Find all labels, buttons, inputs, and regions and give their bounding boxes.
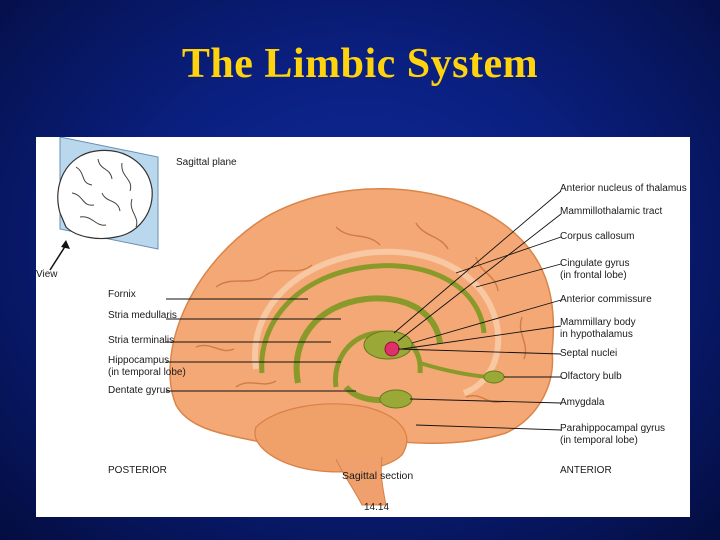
figure-panel: Sagittal plane View Fornix Stria medulla… xyxy=(36,137,690,517)
cerebellum xyxy=(254,403,408,473)
label-amygdala: Amygdala xyxy=(560,397,605,408)
label-fornix: Fornix xyxy=(108,289,136,300)
label-mammillary-body: Mammillary body xyxy=(560,317,636,328)
view-arrowhead xyxy=(61,240,70,249)
label-anterior-commissure: Anterior commissure xyxy=(560,294,652,305)
olfactory-bulb xyxy=(483,370,505,384)
label-septal-nuclei: Septal nuclei xyxy=(560,348,618,359)
brainstem xyxy=(335,456,387,506)
label-anterior-nucleus: Anterior nucleus of thalamus xyxy=(560,183,687,194)
slide-title: The Limbic System xyxy=(181,41,539,87)
olfactory-tract xyxy=(419,361,489,379)
limbic-diagram xyxy=(49,137,562,506)
view-arrow xyxy=(49,244,67,271)
label-hippocampus-sub: (in temporal lobe) xyxy=(108,367,186,378)
sagittal-plane-label: Sagittal plane xyxy=(176,157,237,168)
corpus-callosum xyxy=(252,248,502,396)
view-label: View xyxy=(36,269,58,280)
label-stria-terminalis: Stria terminalis xyxy=(108,335,175,346)
stria-arc xyxy=(293,295,443,384)
label-olfactory-bulb: Olfactory bulb xyxy=(560,371,622,382)
main-brain xyxy=(169,188,555,506)
anterior-label: ANTERIOR xyxy=(560,465,612,476)
label-stria-medullaris: Stria medullaris xyxy=(108,310,177,321)
gyri-lines xyxy=(195,222,527,404)
amygdala xyxy=(379,389,413,409)
leader-lines xyxy=(166,190,562,431)
label-parahippocampal-gyrus: Parahippocampal gyrus xyxy=(560,423,666,434)
label-cingulate-gyrus: Cingulate gyrus xyxy=(560,258,630,269)
posterior-label: POSTERIOR xyxy=(108,465,167,476)
label-mammillothalamic-tract: Mammillothalamic tract xyxy=(560,206,663,217)
label-mammillary-body-sub: in hypothalamus xyxy=(560,329,633,340)
septal-nuclei xyxy=(384,341,400,357)
sagittal-section-caption: Sagittal section xyxy=(342,470,414,482)
label-cingulate-gyrus-sub: (in frontal lobe) xyxy=(560,270,627,281)
label-hippocampus: Hippocampus xyxy=(108,355,170,366)
label-corpus-callosum: Corpus callosum xyxy=(560,231,635,242)
figure-number: 14.14 xyxy=(364,502,390,513)
fornix-arc xyxy=(259,263,487,374)
inset-brain xyxy=(49,137,159,271)
label-dentate-gyrus: Dentate gyrus xyxy=(108,385,171,396)
inset-brain-sulci xyxy=(71,158,138,228)
label-parahippocampal-gyrus-sub: (in temporal lobe) xyxy=(560,435,638,446)
